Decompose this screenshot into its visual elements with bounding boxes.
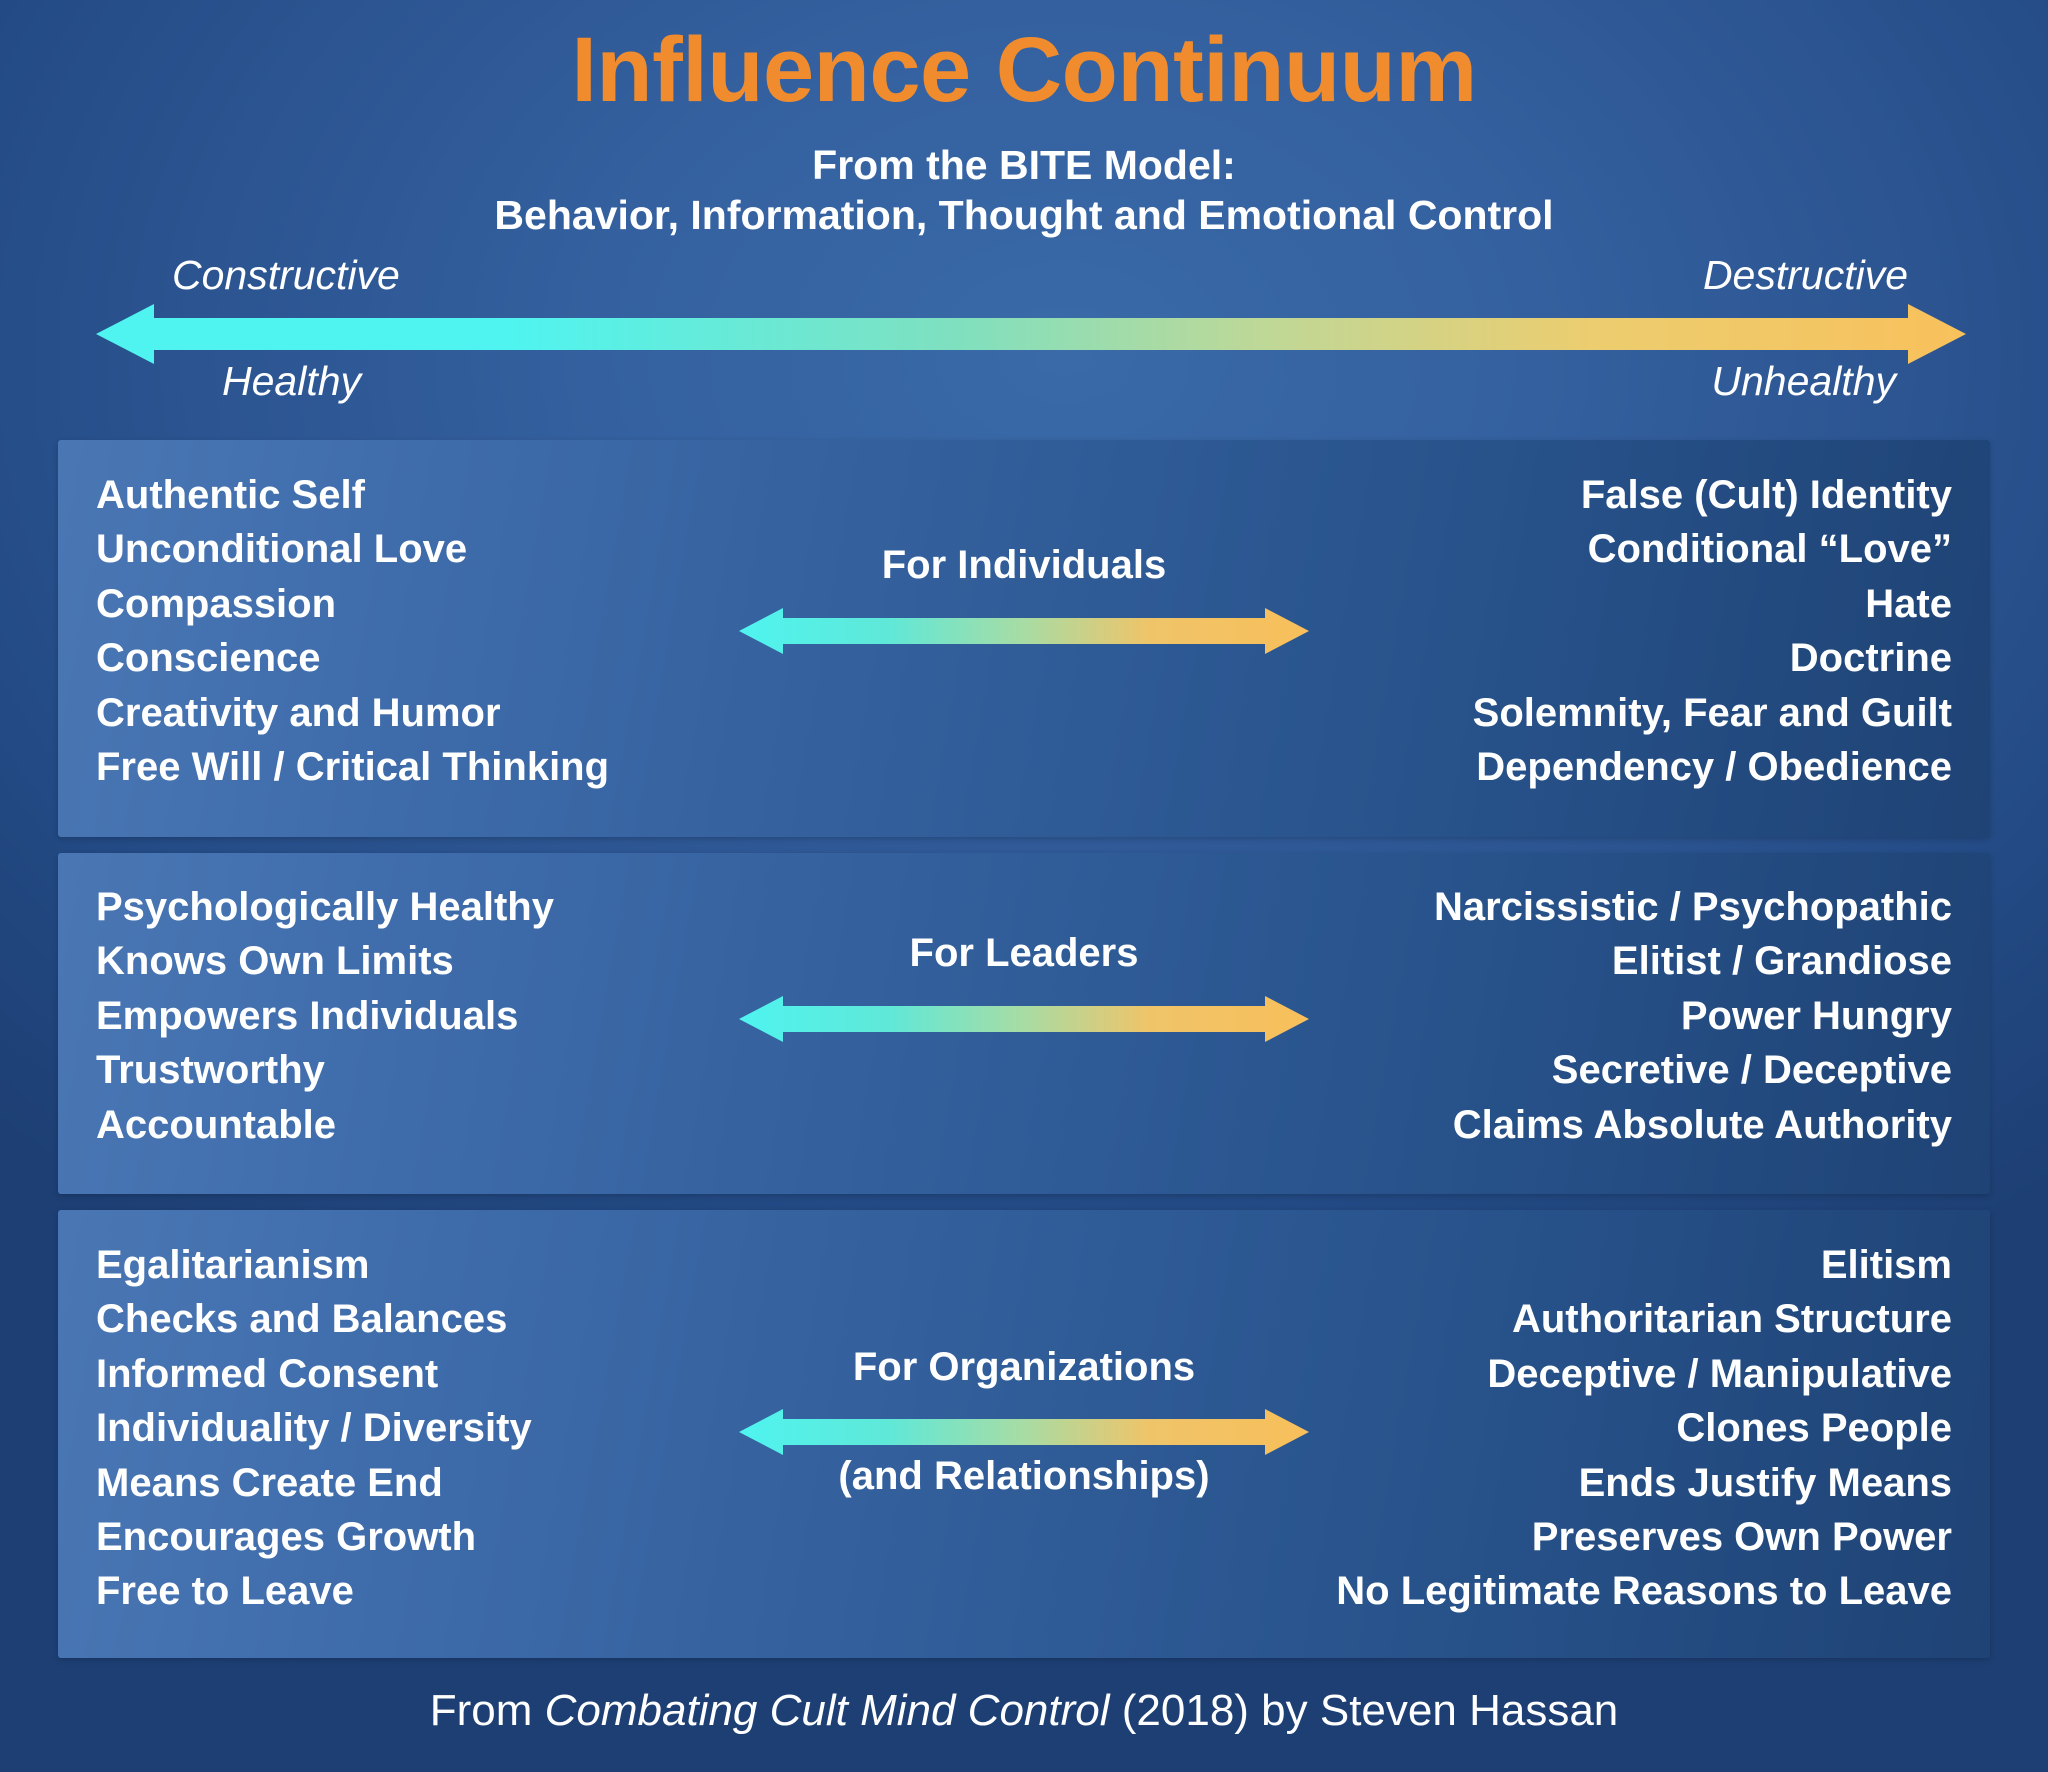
organizations-destructive-list: Elitism Authoritarian Structure Deceptiv… [1336, 1238, 1952, 1619]
list-item: False (Cult) Identity [1580, 473, 1952, 517]
list-item: Individuality / Diversity [96, 1406, 532, 1451]
subtitle-line-1: From the BITE Model: [812, 142, 1236, 188]
list-item: Encourages Growth [96, 1514, 477, 1559]
organizations-double-arrow [739, 1409, 1309, 1455]
organizations-constructive-list: Egalitarianism Checks and Balances Infor… [96, 1238, 532, 1619]
source-attribution: From Combating Cult Mind Control (2018) … [0, 1686, 2048, 1736]
label-constructive: Constructive [172, 252, 400, 298]
list-item: Empowers Individuals [96, 993, 519, 1038]
label-healthy: Healthy [222, 358, 362, 404]
list-item: Power Hungry [1680, 993, 1952, 1038]
organizations-center-label: For Organizations [852, 1345, 1196, 1389]
page-title: Influence Continuum [571, 19, 1477, 121]
leaders-constructive-list: Psychologically Healthy Knows Own Limits… [96, 880, 554, 1152]
organizations-center-sublabel: (and Relationships) [838, 1454, 1210, 1498]
list-item: Ends Justify Means [1578, 1460, 1952, 1505]
list-item: Secretive / Deceptive [1551, 1048, 1952, 1093]
list-item: Elitism [1820, 1243, 1952, 1287]
list-item: Clones People [1676, 1406, 1952, 1451]
list-item: Narcissistic / Psychopathic [1433, 885, 1952, 929]
list-item: Free Will / Critical Thinking [96, 744, 610, 789]
list-item: Deceptive / Manipulative [1487, 1351, 1952, 1396]
list-item: Creativity and Humor [96, 690, 501, 735]
list-item: Means Create End [96, 1460, 443, 1505]
section-leaders: Psychologically Healthy Knows Own Limits… [58, 853, 1990, 1194]
individuals-constructive-list: Authentic Self Unconditional Love Compas… [96, 468, 609, 794]
attribution-prefix: From [429, 1686, 545, 1735]
section-organizations: Egalitarianism Checks and Balances Infor… [58, 1210, 1990, 1658]
list-item: Trustworthy [96, 1048, 325, 1093]
subtitle-line-2: Behavior, Information, Thought and Emoti… [494, 192, 1554, 239]
list-item: Authoritarian Structure [1511, 1297, 1952, 1342]
list-item: Solemnity, Fear and Guilt [1472, 690, 1952, 735]
list-item: Checks and Balances [96, 1297, 508, 1342]
list-item: No Legitimate Reasons to Leave [1336, 1569, 1952, 1614]
list-item: Claims Absolute Authority [1452, 1102, 1952, 1147]
list-item: Knows Own Limits [96, 939, 454, 984]
label-destructive: Destructive [1702, 252, 1908, 298]
continuum-double-arrow [96, 304, 1966, 364]
section-individuals: Authentic Self Unconditional Love Compas… [58, 440, 1990, 837]
individuals-center-label: For Individuals [881, 543, 1167, 587]
leaders-destructive-list: Narcissistic / Psychopathic Elitist / Gr… [1434, 880, 1952, 1152]
list-item: Free to Leave [96, 1569, 354, 1614]
list-item: Conditional “Love” [1587, 527, 1952, 572]
list-item: Compassion [96, 581, 337, 626]
list-item: Preserves Own Power [1531, 1514, 1952, 1559]
attribution-suffix: (2018) by Steven Hassan [1109, 1686, 1619, 1735]
attribution-book-title: Combating Cult Mind Control [544, 1686, 1110, 1735]
list-item: Hate [1865, 581, 1952, 626]
individuals-double-arrow [739, 608, 1309, 654]
leaders-double-arrow [739, 996, 1309, 1042]
list-item: Authentic Self [96, 473, 365, 517]
list-item: Dependency / Obedience [1476, 744, 1952, 789]
list-item: Accountable [96, 1102, 337, 1147]
label-unhealthy: Unhealthy [1711, 358, 1896, 404]
list-item: Doctrine [1789, 636, 1952, 681]
list-item: Unconditional Love [96, 527, 468, 572]
list-item: Egalitarianism [96, 1243, 370, 1287]
page-subtitle: From the BITE Model: Behavior, Informati… [0, 140, 2048, 240]
individuals-destructive-list: False (Cult) Identity Conditional “Love”… [1473, 468, 1952, 794]
list-item: Psychologically Healthy [96, 885, 554, 929]
list-item: Informed Consent [96, 1351, 439, 1396]
leaders-center-label: For Leaders [909, 931, 1139, 975]
list-item: Elitist / Grandiose [1611, 939, 1952, 984]
list-item: Conscience [96, 636, 321, 681]
